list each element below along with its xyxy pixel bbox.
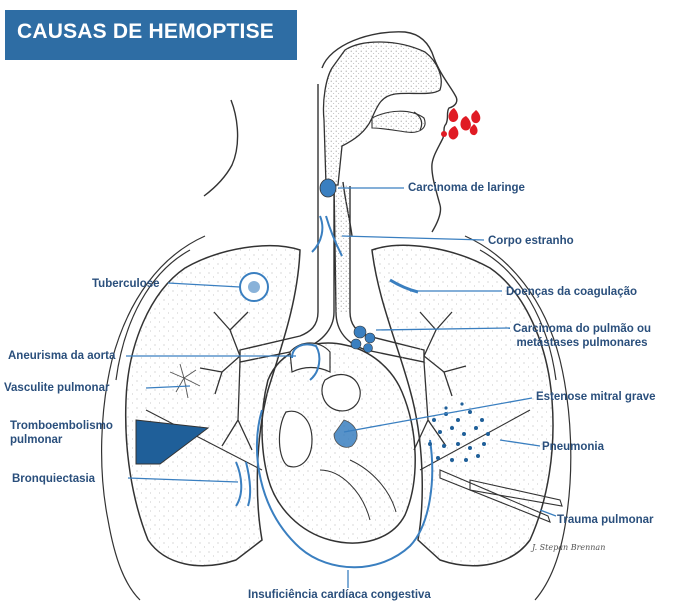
blood-drops <box>441 108 481 140</box>
title-banner: CAUSAS DE HEMOPTISE <box>5 10 297 60</box>
bronchial-tree <box>199 311 467 451</box>
page-title: CAUSAS DE HEMOPTISE <box>17 20 274 43</box>
trauma-knife-icon <box>439 469 563 523</box>
airway-upper <box>322 41 442 186</box>
heart <box>256 342 434 569</box>
label-bronquiectasia: Bronquiectasia <box>12 473 96 485</box>
artist-signature: J. Stepan Brennan <box>532 543 606 552</box>
vasculitis-icon <box>169 363 201 399</box>
label-aneurisma-aorta: Aneurisma da aorta <box>8 350 116 362</box>
label-vasculite-pulmonar: Vasculite pulmonar <box>4 382 110 394</box>
label-carcinoma-laringe: Carcinoma de laringe <box>408 182 525 194</box>
label-pneumonia: Pneumonia <box>542 441 604 453</box>
label-insuficiencia-cardiaca: Insuficiência cardíaca congestiva <box>248 589 431 601</box>
label-estenose-mitral: Estenose mitral grave <box>536 391 656 403</box>
label-carcinoma-pulmao: Carcinoma do pulmão ou metástases pulmon… <box>513 323 652 349</box>
label-trauma-pulmonar: Trauma pulmonar <box>557 514 654 526</box>
label-doencas-coagulacao: Doenças da coagulação <box>506 286 638 298</box>
leader-lines <box>126 187 557 588</box>
lesions <box>135 178 419 507</box>
label-tromboembolismo: Tromboembolismo pulmonar <box>10 420 113 446</box>
label-tuberculose: Tuberculose <box>92 278 160 290</box>
chest-wall <box>101 235 572 601</box>
pneumonia-dots <box>428 402 490 462</box>
label-corpo-estranho: Corpo estranho <box>488 235 574 247</box>
